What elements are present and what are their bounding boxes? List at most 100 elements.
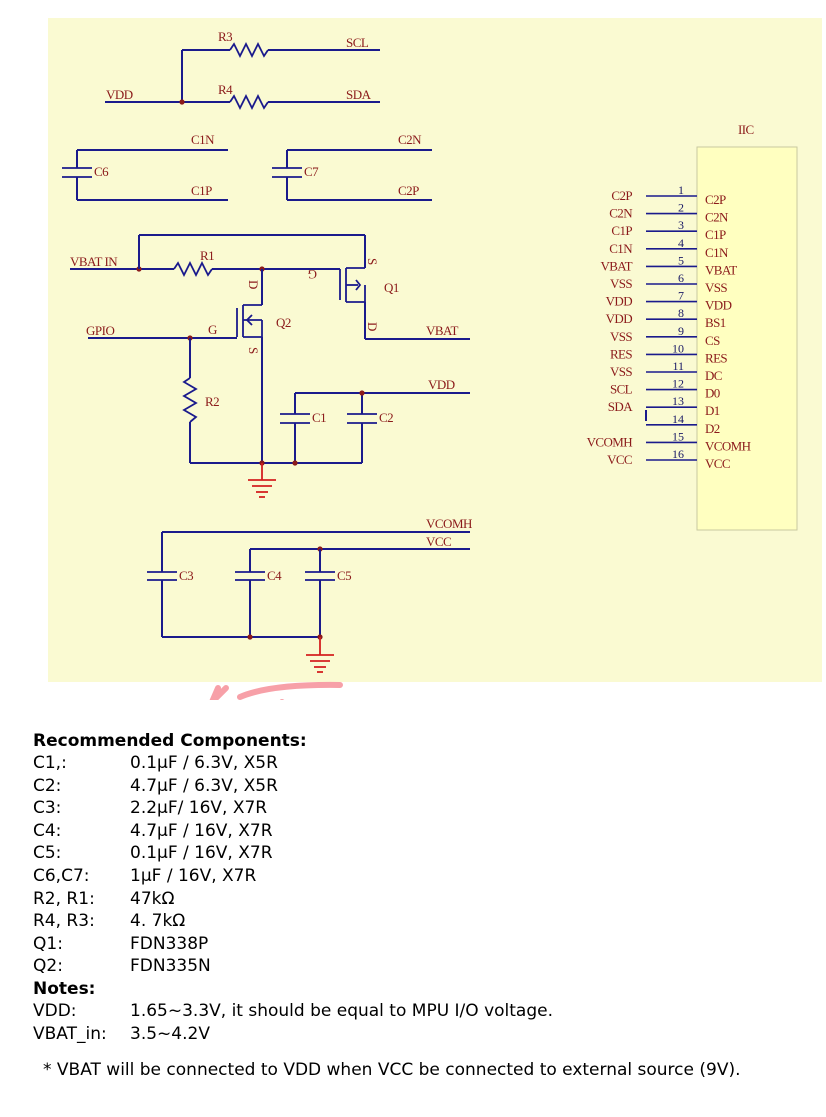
pullup-resistors: R3 R4 SCL SDA VDD [105, 29, 380, 111]
ic-pin-net-label: C2N [609, 206, 633, 221]
ic-pin-number: 1 [678, 183, 684, 197]
ic-pin-number: 14 [672, 412, 684, 426]
components-heading: Recommended Components: [33, 731, 307, 751]
component-row: C1,: 0.1μF / 6.3V, X5R [33, 752, 813, 775]
c7-label: C7 [304, 164, 319, 179]
c5-label: C5 [337, 568, 351, 583]
r2-label: R2 [205, 394, 219, 409]
ic-pin-name: C2N [705, 210, 729, 225]
r4-label: R4 [218, 82, 233, 97]
ic-pin-name: BS1 [705, 315, 726, 330]
c4-label: C4 [267, 568, 282, 583]
ic-pin-net-label: VCOMH [587, 434, 633, 449]
footnote: * VBAT will be connected to VDD when VCC… [43, 1060, 741, 1081]
iic-connector: IIC 1C2PC2P2C2NC2N3C1PC1P4C1NC1N5VBATVBA… [587, 122, 798, 531]
ic-pin-name: DC [705, 368, 722, 383]
vdd-net-label-2: VDD [428, 377, 455, 392]
ic-pin-number: 8 [678, 306, 684, 320]
q2-label: Q2 [276, 315, 291, 330]
ic-pin-net-label: SCL [610, 382, 633, 397]
ic-pin-name: C1P [705, 227, 726, 242]
ic-pin-number: 9 [678, 324, 684, 338]
c3-label: C3 [179, 568, 193, 583]
note-row: VDD:1.65~3.3V, it should be equal to MPU… [33, 1000, 813, 1023]
component-label: R2, R1: [33, 888, 95, 909]
ic-pin-name: CS [705, 333, 720, 348]
component-value: 0.1μF / 16V, X7R [130, 843, 273, 864]
c1n-net-label: C1N [191, 132, 215, 147]
ic-pin-net-label: RES [610, 346, 632, 361]
component-value: 4.7μF / 6.3V, X5R [130, 775, 278, 796]
component-row: Q2: FDN335N [33, 955, 813, 978]
ic-pin-net-label: VDD [606, 311, 633, 326]
component-row: R2, R1:47kΩ [33, 888, 813, 911]
r1-label: R1 [200, 248, 214, 263]
ic-body [696, 146, 798, 531]
component-label: R4, R3: [33, 911, 95, 932]
ic-pin-name: VSS [705, 280, 727, 295]
vdd-net-label: VDD [106, 87, 133, 102]
vcomh-net-label: VCOMH [426, 516, 472, 531]
ic-title: IIC [738, 122, 754, 137]
ic-pin-name: D2 [705, 421, 720, 436]
ic-pin-name: D0 [705, 386, 720, 401]
ic-pin-number: 7 [678, 289, 684, 303]
component-label: C6,C7: [33, 865, 90, 886]
q1-drain-label: D [365, 322, 380, 331]
vbat-net-label: VBAT [426, 323, 459, 338]
c1-label: C1 [312, 410, 326, 425]
notes-heading: Notes: [33, 978, 96, 999]
ic-pin-number: 4 [678, 236, 684, 250]
q1-label: Q1 [384, 280, 399, 295]
note-value: 3.5~4.2V [130, 1023, 210, 1044]
ic-pin-name: VDD [705, 298, 732, 313]
ic-pin-net-label: VBAT [600, 258, 632, 273]
ic-pin-name: D1 [705, 403, 720, 418]
r3-label: R3 [218, 29, 232, 44]
ic-pin-number: 6 [678, 271, 684, 285]
q1-gate-label: G [308, 267, 317, 282]
ic-pin-number: 15 [672, 429, 684, 443]
c2-label: C2 [379, 410, 393, 425]
component-value: FDN335N [130, 956, 211, 977]
component-row: R4, R3: 4. 7kΩ [33, 910, 813, 933]
ic-pin-number: 13 [672, 394, 684, 408]
ic-pin-number: 10 [672, 341, 684, 355]
ic-pin-number: 3 [678, 218, 684, 232]
ic-pin-number: 11 [672, 359, 684, 373]
sda-net-label: SDA [346, 87, 372, 102]
ic-pin-net-label: VSS [610, 276, 632, 291]
vbat-switch-circuit: VBAT IN R1 Q1 G S D VBAT Q2 G D S GPIO [70, 234, 470, 498]
watermark-mark [209, 681, 343, 700]
component-row: C2:4.7μF / 6.3V, X5R [33, 775, 813, 798]
ic-pin-net-label: SDA [608, 399, 633, 414]
note-label: VBAT_in: [33, 1023, 107, 1044]
ic-pin-net-label: VSS [610, 329, 632, 344]
ic-pin-name: VCC [705, 456, 730, 471]
ic-pin-number: 12 [672, 377, 684, 391]
component-label: C4: [33, 820, 62, 841]
ic-pin-number: 2 [678, 201, 684, 215]
component-value: 0.1μF / 6.3V, X5R [130, 753, 278, 773]
component-label: C5: [33, 843, 62, 864]
component-value: 4. 7kΩ [130, 911, 186, 932]
component-row: C3:2.2μF/ 16V, X7R [33, 797, 813, 820]
vbat-in-net-label: VBAT IN [70, 254, 118, 269]
ic-pin-number: 16 [672, 447, 684, 461]
component-label: Q2: [33, 956, 63, 977]
c6-label: C6 [94, 164, 109, 179]
charge-pump-caps: C6 C1N C1P C7 C2N C2P [62, 132, 432, 201]
component-label: C1,: [33, 753, 67, 773]
ic-pin-name: C1N [705, 245, 729, 260]
c2p-net-label: C2P [398, 183, 419, 198]
ic-pin-name: C2P [705, 192, 726, 207]
ic-pin-name: VCOMH [705, 438, 751, 453]
ic-pin-net-label: C2P [611, 188, 632, 203]
ic-pin-name: RES [705, 350, 727, 365]
note-row: VBAT_in: 3.5~4.2V [33, 1023, 813, 1046]
component-row: C4:4.7μF / 16V, X7R [33, 820, 813, 843]
component-label: Q1: [33, 933, 63, 954]
q1-source-label: S [365, 258, 380, 265]
component-list: Recommended Components: C1,: 0.1μF / 6.3V… [33, 730, 813, 1081]
components-rows: C1,: 0.1μF / 6.3V, X5R C2:4.7μF / 6.3V, X… [33, 752, 813, 978]
